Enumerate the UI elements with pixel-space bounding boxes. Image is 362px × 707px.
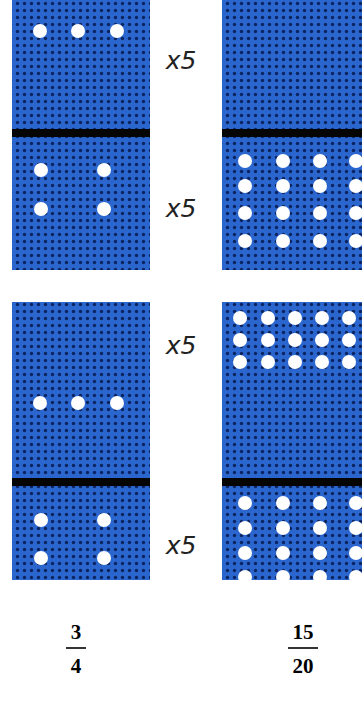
- pegboard-panel: [12, 0, 150, 270]
- multiplier-note: x5: [166, 331, 197, 360]
- fraction-bar: [288, 647, 318, 649]
- multiplier-note: x5: [166, 531, 197, 560]
- fraction-bar: [66, 647, 86, 649]
- peg-group: [33, 24, 362, 248]
- fraction-numerator: 3: [71, 620, 82, 645]
- divider-bar: [222, 129, 362, 137]
- multiplier-note: x5: [166, 194, 197, 223]
- fraction-denominator: 20: [293, 654, 314, 679]
- pegboard-panel: [12, 302, 150, 580]
- divider-bar: [12, 129, 150, 137]
- fraction-numerator: 15: [293, 620, 314, 645]
- peg-group: [33, 311, 362, 584]
- divider-bar: [12, 478, 150, 486]
- multiplier-note: x5: [166, 46, 197, 75]
- pegboard-panel: [222, 0, 362, 270]
- divider-bar: [222, 478, 362, 486]
- fraction-denominator: 4: [71, 654, 82, 679]
- pegboard-panel: [222, 302, 362, 580]
